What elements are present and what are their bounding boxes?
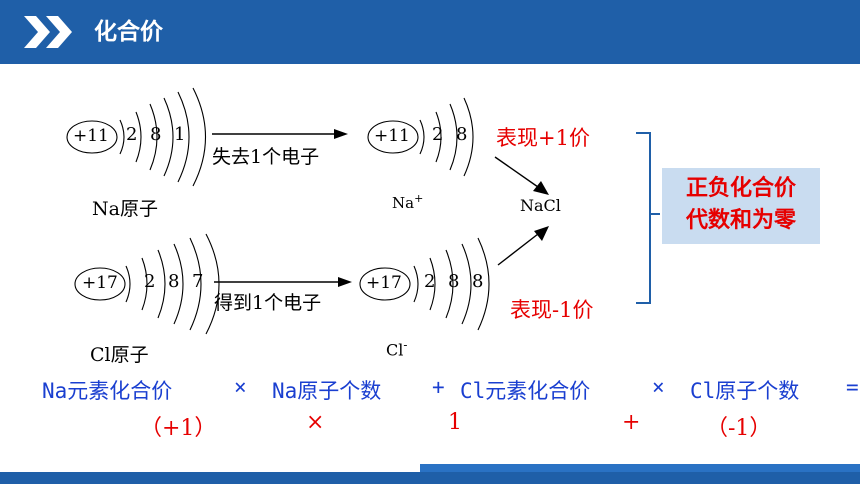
cl-to-nacl-arrow bbox=[497, 233, 539, 266]
double-chevron-right-icon bbox=[24, 16, 72, 48]
na-ion-shell-1: 2 bbox=[432, 124, 444, 145]
value-3: （-1） bbox=[706, 416, 772, 441]
footer-accent bbox=[420, 464, 860, 472]
cl-ion-shell-1: 2 bbox=[424, 271, 436, 292]
summary-line-1: 正负化合价 bbox=[685, 176, 796, 201]
cl-ion-shell-2: 8 bbox=[448, 271, 460, 292]
cl-ion-charge: - bbox=[403, 338, 408, 352]
cl-shell-1: 2 bbox=[144, 271, 156, 292]
na-ion-nucleus bbox=[367, 120, 419, 154]
eq-term-2: Na原子个数 bbox=[272, 379, 382, 403]
na-shell-3: 1 bbox=[174, 124, 186, 145]
na-atom-label: Na原子 bbox=[92, 198, 158, 220]
cl-shell-2: 8 bbox=[168, 271, 180, 292]
cl-arrow-label: 得到1个电子 bbox=[214, 292, 322, 314]
cl-ion-shell-3: 8 bbox=[472, 271, 484, 292]
na-to-nacl-arrow bbox=[494, 156, 539, 188]
na-ion-charge: + bbox=[414, 192, 424, 205]
cl-nucleus-label: +17 bbox=[82, 273, 118, 293]
na-arrow-label: 失去1个电子 bbox=[212, 146, 320, 168]
cl-atom-label: Cl原子 bbox=[90, 344, 149, 366]
na-shell-2: 8 bbox=[150, 124, 162, 145]
na-shell-1: 2 bbox=[126, 124, 138, 145]
value-plus: + bbox=[622, 410, 641, 435]
cl-shell-3: 7 bbox=[192, 271, 204, 292]
valence-positive-label: 表现+1价 bbox=[496, 126, 590, 150]
compound-label: NaCl bbox=[520, 196, 561, 215]
cl-nucleus bbox=[74, 267, 126, 301]
footer-bar bbox=[0, 472, 860, 484]
ionic-bond-diagram bbox=[66, 87, 660, 335]
na-ion-label: Na+ bbox=[392, 192, 423, 212]
cl-ion-symbol: Cl bbox=[386, 340, 404, 360]
eq-plus: + bbox=[432, 375, 445, 399]
na-ion-nucleus-label: +11 bbox=[374, 126, 410, 146]
header-bar: 化合价 bbox=[0, 0, 860, 64]
eq-equals: = bbox=[846, 375, 859, 399]
valence-negative-label: 表现-1价 bbox=[510, 298, 594, 322]
na-ion-shells bbox=[419, 97, 474, 177]
eq-term-4: Cl原子个数 bbox=[690, 379, 800, 403]
eq-times-2: × bbox=[652, 375, 665, 399]
na-nucleus-label: +11 bbox=[73, 126, 109, 146]
eq-times-1: × bbox=[234, 375, 247, 399]
cl-ion-label: Cl- bbox=[386, 338, 407, 359]
right-bracket bbox=[636, 132, 651, 304]
eq-term-3: Cl元素化合价 bbox=[460, 379, 591, 403]
summary-box: 正负化合价 代数和为零 bbox=[662, 168, 820, 244]
na-nucleus bbox=[66, 120, 118, 154]
value-1: （+1） bbox=[140, 416, 217, 441]
page-title: 化合价 bbox=[94, 19, 163, 45]
cl-ion-nucleus-label: +17 bbox=[366, 273, 402, 293]
na-atom-shells bbox=[119, 87, 206, 187]
cl-ion-shells bbox=[413, 237, 490, 331]
na-ion-symbol: Na bbox=[392, 194, 415, 212]
eq-term-1: Na元素化合价 bbox=[42, 379, 173, 403]
na-ion-shell-2: 8 bbox=[456, 124, 468, 145]
summary-line-2: 代数和为零 bbox=[685, 208, 796, 233]
value-times: × bbox=[306, 410, 325, 435]
cl-atom-shells bbox=[125, 233, 220, 335]
value-2: 1 bbox=[448, 410, 462, 435]
cl-ion-nucleus bbox=[359, 267, 411, 301]
